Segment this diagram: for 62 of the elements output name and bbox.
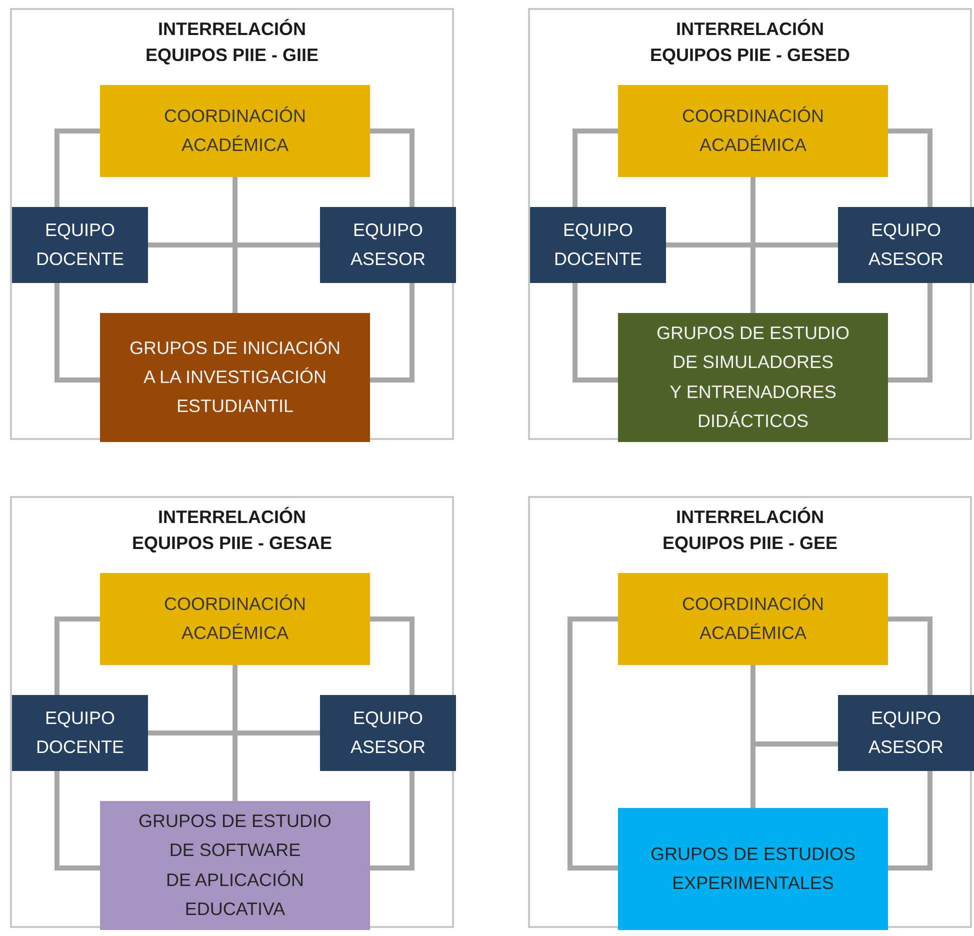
connector-line bbox=[54, 128, 100, 207]
panel-frame bbox=[528, 8, 972, 440]
connector-line bbox=[370, 616, 414, 695]
box-label: EQUIPO ASESOR bbox=[349, 218, 427, 271]
connector-line bbox=[750, 744, 756, 808]
box-label: EQUIPO ASESOR bbox=[867, 706, 945, 759]
box-label: EQUIPO DOCENTE bbox=[34, 218, 125, 271]
panel-title: INTERRELACIÓN EQUIPOS PIIE - GIIE bbox=[144, 18, 320, 68]
box-label: COORDINACIÓN ACADÉMICA bbox=[680, 592, 825, 645]
team-box bbox=[618, 808, 888, 930]
connector-line bbox=[888, 128, 932, 207]
connector-line bbox=[750, 665, 756, 744]
panel-frame bbox=[10, 8, 454, 440]
connector-line bbox=[370, 283, 414, 382]
box-label: GRUPOS DE ESTUDIOS EXPERIMENTALES bbox=[649, 842, 857, 895]
connector-line bbox=[148, 242, 320, 248]
connector-line bbox=[888, 616, 932, 695]
team-box bbox=[12, 695, 148, 771]
connector-line bbox=[370, 128, 414, 207]
connector-line bbox=[888, 771, 932, 870]
connector-line bbox=[370, 771, 414, 870]
team-box bbox=[12, 207, 148, 283]
panel-title: INTERRELACIÓN EQUIPOS PIIE - GESED bbox=[648, 18, 852, 68]
connector-line bbox=[572, 283, 618, 382]
box-label: GRUPOS DE INICIACIÓN A LA INVESTIGACIÓN ESTUDIANTIL bbox=[128, 336, 342, 418]
connector-line bbox=[54, 283, 100, 382]
connector-line bbox=[148, 730, 320, 736]
box-label: COORDINACIÓN ACADÉMICA bbox=[162, 104, 307, 157]
connector-line bbox=[888, 283, 932, 382]
team-box bbox=[100, 573, 370, 665]
panel-frame bbox=[528, 496, 972, 928]
box-label: EQUIPO ASESOR bbox=[867, 218, 945, 271]
connector-line bbox=[750, 177, 756, 313]
connector-line bbox=[568, 616, 618, 870]
connector-line bbox=[572, 128, 618, 207]
connector-line bbox=[666, 242, 838, 248]
box-label: GRUPOS DE ESTUDIO DE SIMULADORES Y ENTRENADORES DIDÁCTICOS bbox=[655, 322, 851, 433]
connector-line bbox=[54, 771, 100, 870]
connector-line bbox=[232, 177, 238, 313]
connector-line bbox=[753, 742, 838, 746]
team-box bbox=[618, 573, 888, 665]
box-label: COORDINACIÓN ACADÉMICA bbox=[680, 104, 825, 157]
team-box bbox=[618, 313, 888, 442]
panel-title: INTERRELACIÓN EQUIPOS PIIE - GEE bbox=[661, 506, 839, 556]
box-label: EQUIPO ASESOR bbox=[349, 706, 427, 759]
box-label: COORDINACIÓN ACADÉMICA bbox=[162, 592, 307, 645]
panel-title: INTERRELACIÓN EQUIPOS PIIE - GESAE bbox=[130, 506, 334, 556]
team-box bbox=[530, 207, 666, 283]
team-box bbox=[838, 207, 974, 283]
box-label: GRUPOS DE ESTUDIO DE SOFTWARE DE APLICACIÓN EDUCATIVA bbox=[137, 810, 333, 921]
box-label: EQUIPO DOCENTE bbox=[552, 218, 643, 271]
team-box bbox=[100, 85, 370, 177]
team-box bbox=[320, 695, 456, 771]
team-box bbox=[100, 801, 370, 930]
connector-line bbox=[54, 616, 100, 695]
team-box bbox=[618, 85, 888, 177]
team-box bbox=[838, 695, 974, 771]
team-box bbox=[320, 207, 456, 283]
team-box bbox=[100, 313, 370, 442]
panel-frame bbox=[10, 496, 454, 928]
box-label: EQUIPO DOCENTE bbox=[34, 706, 125, 759]
connector-line bbox=[232, 665, 238, 801]
